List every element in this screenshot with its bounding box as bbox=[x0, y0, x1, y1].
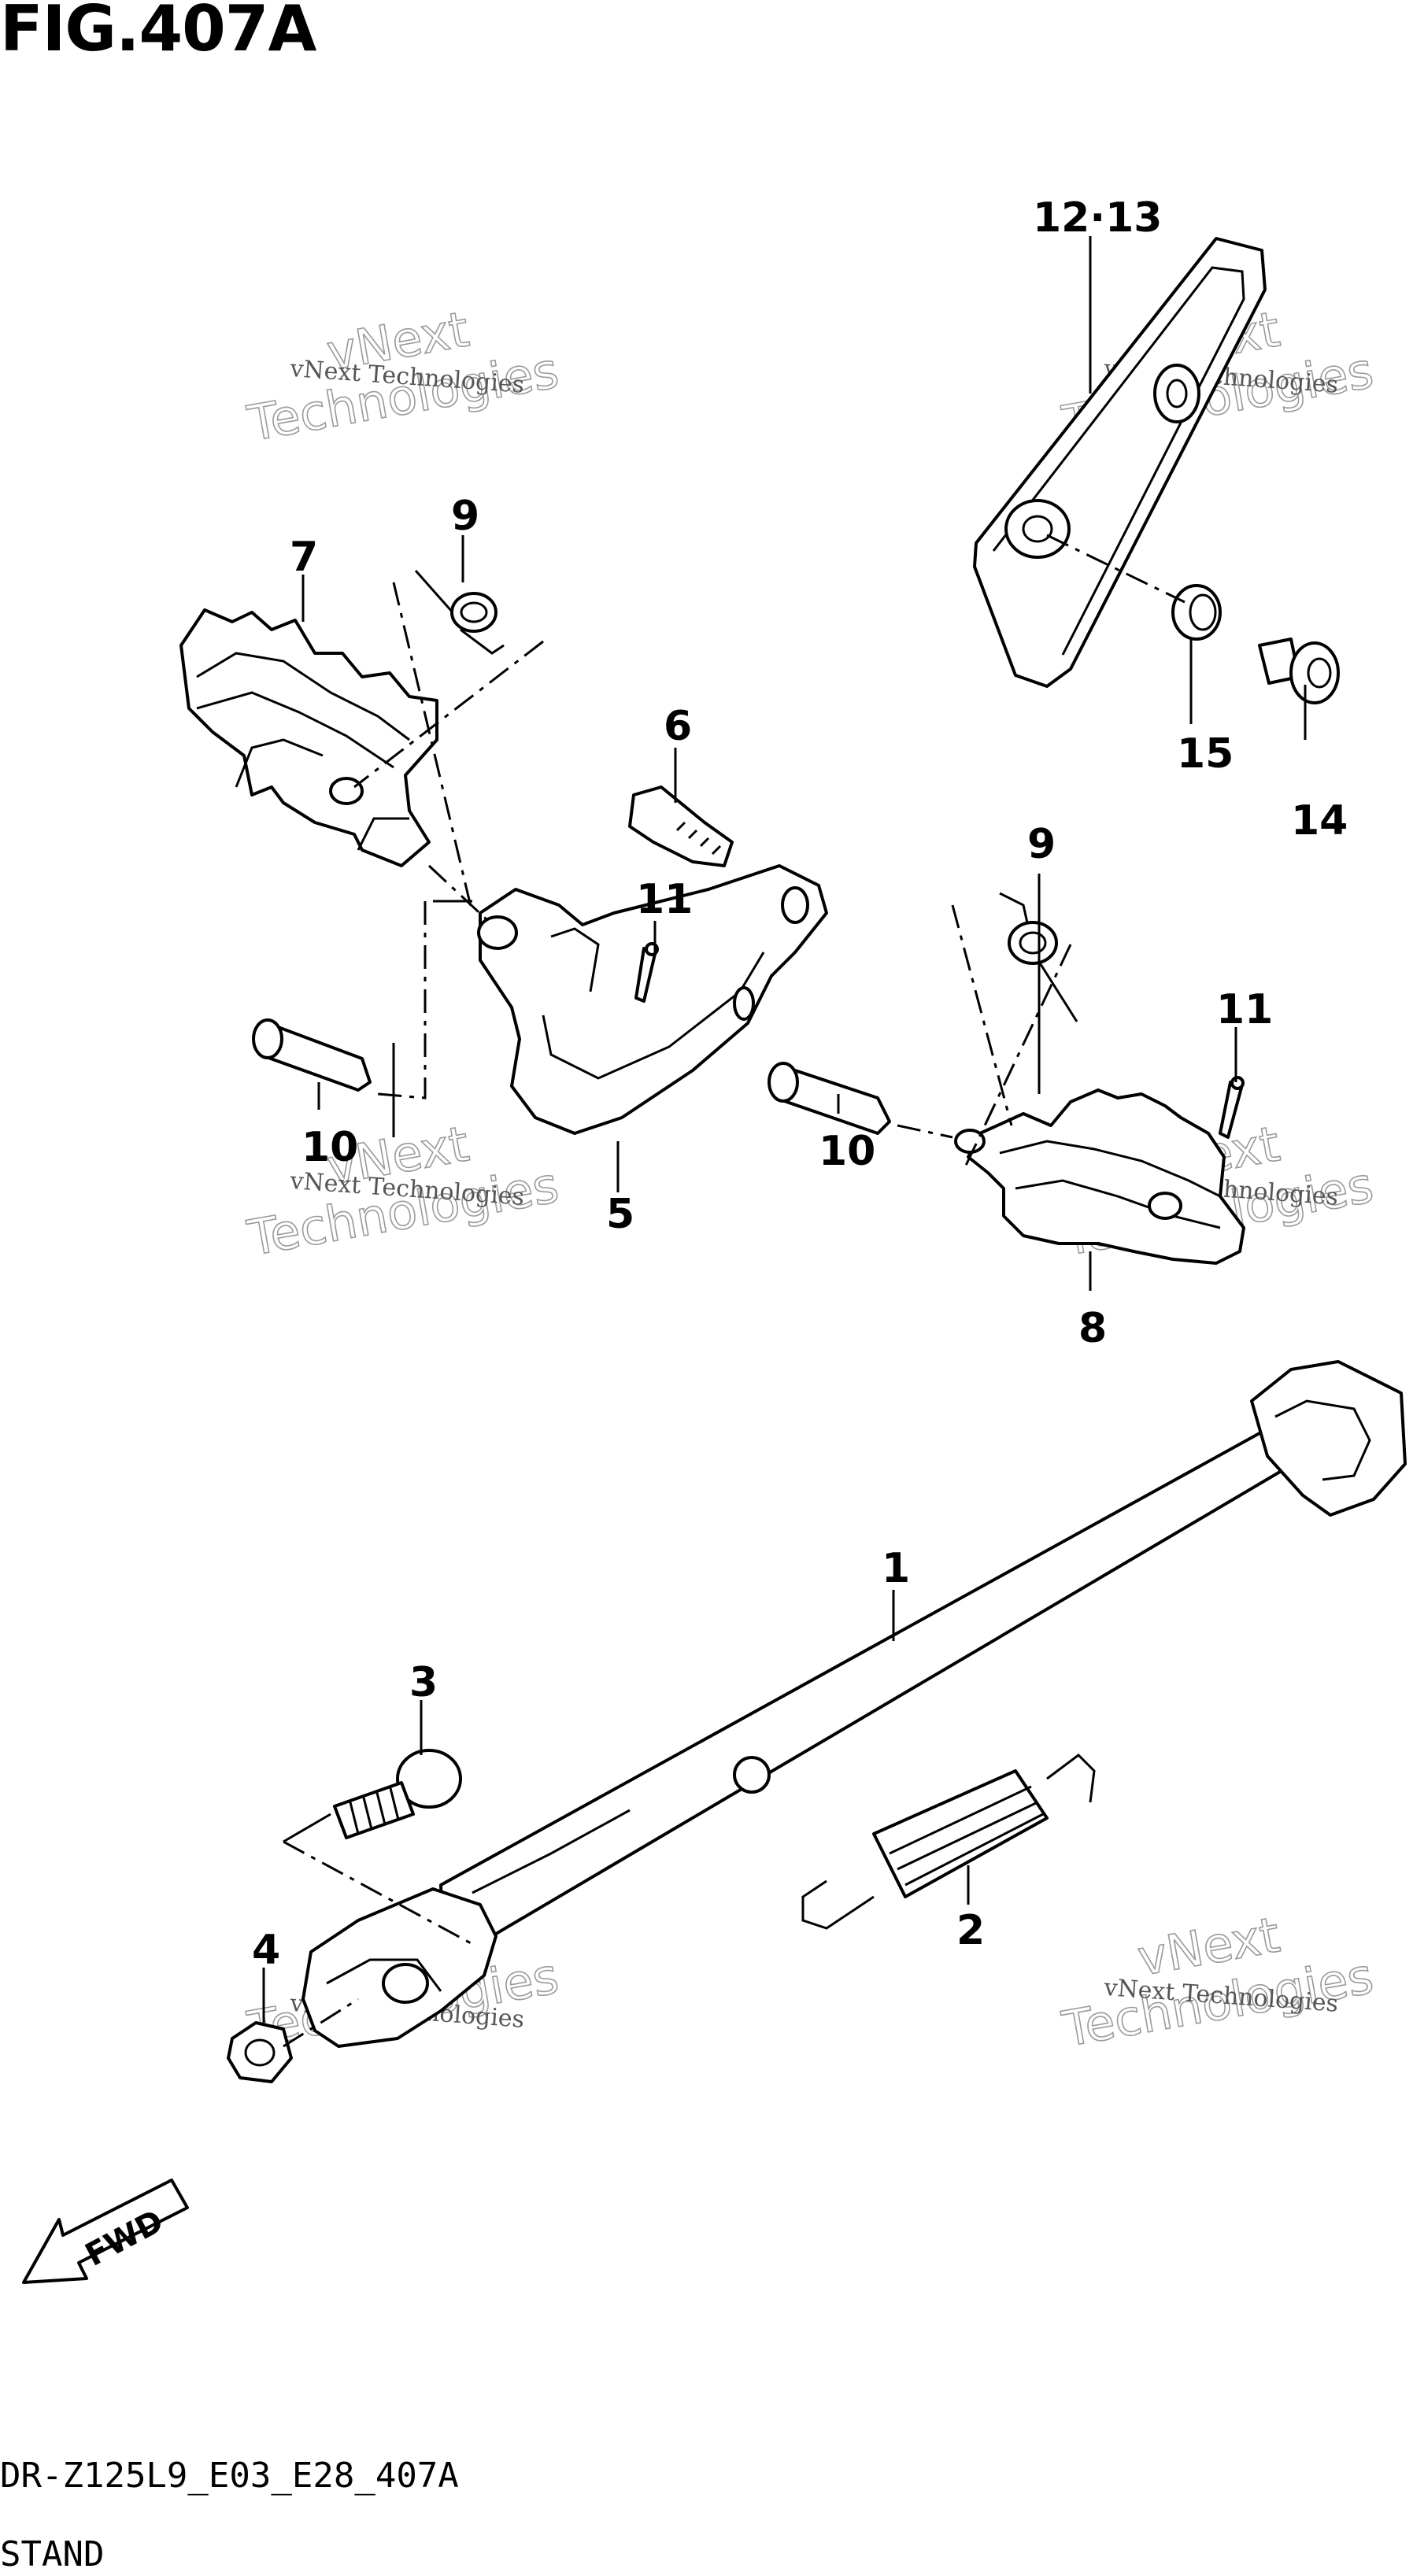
callout-15: 15 bbox=[1177, 730, 1234, 778]
callout-10-right: 10 bbox=[819, 1128, 875, 1175]
pin-right bbox=[768, 1062, 891, 1135]
side-stand bbox=[301, 1360, 1407, 2048]
cotter-pin-right bbox=[1219, 1076, 1245, 1139]
callouts: 12·13 7 9 6 11 10 5 9 11 10 8 15 14 1 3 … bbox=[252, 194, 1348, 1974]
callout-11-right: 11 bbox=[1216, 986, 1273, 1033]
callout-4: 4 bbox=[252, 1927, 280, 1974]
watermark-mid-left: Technologies vNext vNext Technologies bbox=[242, 1114, 563, 1268]
bolt-6 bbox=[628, 785, 734, 867]
callout-11-left: 11 bbox=[636, 876, 693, 923]
pin-left bbox=[252, 1018, 372, 1092]
callout-9-left: 9 bbox=[451, 493, 479, 540]
bolt-14 bbox=[1258, 638, 1340, 704]
figure-code: DR-Z125L9_E03_E28_407A bbox=[0, 2456, 459, 2496]
spring-2 bbox=[801, 1754, 1096, 1930]
leader-lines bbox=[262, 236, 1307, 2023]
callout-6: 6 bbox=[664, 703, 692, 750]
callout-14: 14 bbox=[1291, 797, 1348, 844]
callout-5: 5 bbox=[606, 1191, 634, 1238]
assembly-lines bbox=[283, 534, 1186, 2048]
callout-8: 8 bbox=[1078, 1305, 1107, 1352]
collar bbox=[1171, 584, 1222, 641]
nut-4 bbox=[227, 2021, 293, 2083]
callout-7: 7 bbox=[290, 534, 318, 581]
fwd-arrow-icon: FWD bbox=[22, 2179, 189, 2284]
figure-name: STAND bbox=[0, 2534, 104, 2574]
callout-2: 2 bbox=[956, 1907, 985, 1954]
callout-3: 3 bbox=[409, 1659, 438, 1706]
spring-right bbox=[999, 892, 1078, 1022]
footrest-right bbox=[954, 1088, 1245, 1265]
watermark-top-left: Technologies vNext vNext Technologies bbox=[242, 300, 563, 453]
guard-plate bbox=[973, 237, 1267, 688]
callout-12-13: 12·13 bbox=[1033, 194, 1162, 242]
callout-10-left: 10 bbox=[301, 1124, 358, 1171]
callout-1: 1 bbox=[882, 1545, 910, 1592]
spring-left bbox=[414, 570, 505, 655]
bolt-3 bbox=[333, 1749, 462, 1839]
callout-9-right: 9 bbox=[1027, 821, 1056, 868]
watermark-bottom-right: Technologies vNext vNext Technologies bbox=[1057, 1905, 1378, 2059]
figure-title: FIG.407A bbox=[0, 0, 316, 65]
bracket bbox=[477, 864, 828, 1135]
footrest-left bbox=[179, 608, 438, 867]
